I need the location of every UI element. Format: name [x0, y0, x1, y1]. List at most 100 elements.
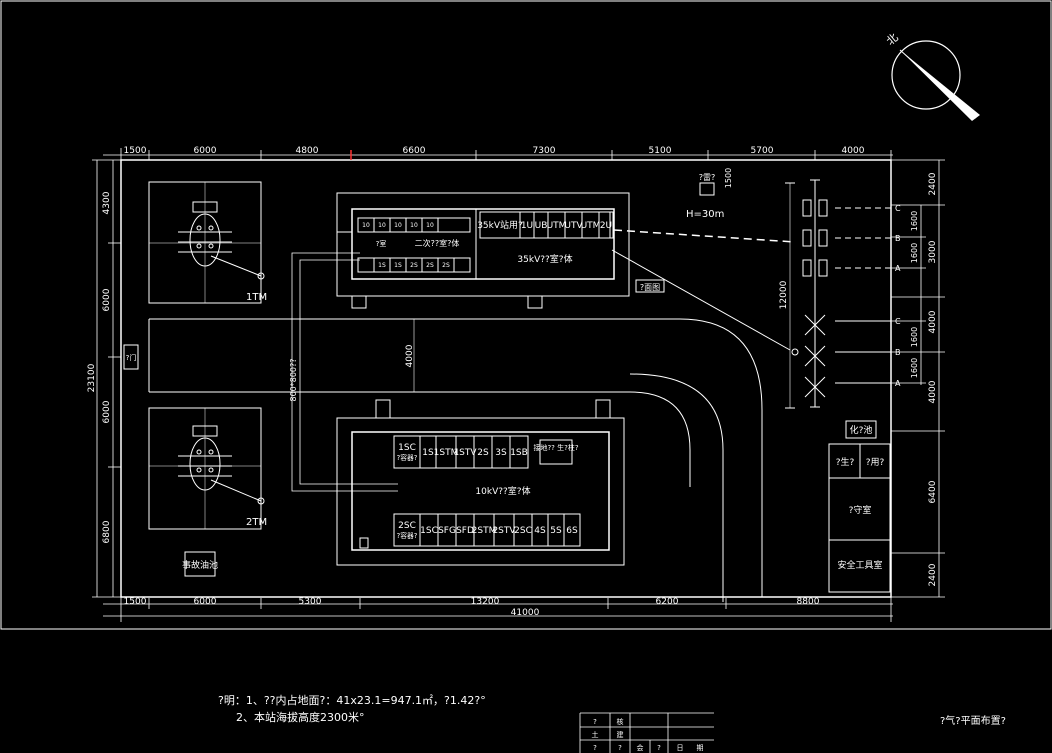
dim-right-4000-b: 4000	[928, 380, 938, 403]
incoming-line-dashed	[613, 229, 796, 243]
b35-leftb-cell-label: 2S	[442, 262, 450, 269]
site-boundary	[120, 159, 892, 598]
tb-r3c5: 日	[677, 744, 684, 752]
b10-bot-cell-label: ?容器?	[397, 531, 418, 540]
b10-bot-cell-label: 2STV	[492, 526, 516, 536]
trench-label: 800*800??	[289, 358, 298, 401]
dim-left-1: 4300	[102, 191, 112, 214]
phase-a-2: A	[895, 379, 901, 388]
cable-trench	[291, 252, 398, 492]
dim-top-8: 4000	[842, 146, 865, 156]
dim-bottom-2: 6000	[194, 597, 217, 607]
b35-leftb-cell	[437, 257, 455, 273]
b10-bot-cell-label: 5S	[550, 526, 562, 536]
b35-leftb-cell-label: 1S	[394, 262, 402, 269]
left-dimension-chain	[92, 159, 121, 598]
tb-r3c4: ?	[657, 744, 661, 752]
dim-top-3: 4800	[296, 146, 319, 156]
b35-cell-label: 35kV站用?	[477, 219, 523, 231]
dim-right-in-2: 1600	[910, 243, 919, 263]
dim-top-5: 7300	[533, 146, 556, 156]
tb-r1c1: ?	[593, 718, 597, 726]
b35-left-cell-label: 10	[362, 222, 370, 229]
dim-right-in-3: 1600	[910, 327, 919, 347]
dim-top-6: 5100	[649, 146, 672, 156]
tb-r2c1: 土	[592, 730, 599, 739]
b10-bot-cell	[563, 513, 581, 547]
incoming-line	[611, 249, 791, 351]
room-3: ?守室	[849, 504, 872, 516]
transformer-2-label: 2TM	[246, 517, 267, 528]
outdoor-switchgear	[785, 179, 891, 409]
b10-top-cell-label: 1S	[422, 448, 434, 458]
dim-right-4000: 4000	[928, 310, 938, 333]
transformer-1tm	[148, 181, 265, 304]
b10-bot-cell-label: SFG	[438, 526, 456, 536]
b10-top-cell-label: ?容器?	[397, 453, 418, 462]
tb-r3c2: ?	[618, 744, 622, 752]
b35-cell-label: UTV	[564, 221, 583, 231]
oil-tank-label: 事故油池	[182, 559, 218, 571]
dim-left-2: 6000	[102, 288, 112, 311]
transformer-2tm	[148, 407, 265, 530]
b35-left-cell-label: 10	[426, 222, 434, 229]
dim-bottom-1: 1500	[124, 597, 147, 607]
oil-tank	[184, 551, 216, 577]
b35-leftb-cell-label: 2S	[410, 262, 418, 269]
dim-left-3: 6000	[102, 400, 112, 423]
b10-top-cell-label: 1SC	[398, 443, 416, 453]
phase-c-1: C	[895, 204, 901, 213]
tb-r3c6: 期	[697, 744, 704, 752]
lightning-height: H=30m	[686, 209, 724, 220]
b10-bot-cell-label: 4S	[534, 526, 546, 536]
north-symbol: 北	[884, 31, 901, 48]
dim-top-4: 6600	[403, 146, 426, 156]
side-label: ?面图	[640, 283, 660, 292]
dim-right-3000: 3000	[928, 240, 938, 263]
b35-cell-label: UB	[535, 221, 548, 231]
phase-a-1: A	[895, 264, 901, 273]
right-rooms	[828, 420, 891, 593]
grounding-box	[539, 439, 573, 465]
grounding-label: 接地?? 生?柱?	[533, 443, 578, 452]
b10-bot-cell-label: 6S	[566, 526, 578, 536]
building-10-title: 10kV??室?体	[475, 485, 530, 497]
dim-bottom-3: 5300	[299, 597, 322, 607]
side-label-box	[635, 279, 665, 293]
dim-left-total: 23100	[87, 363, 97, 392]
b35-left-cell	[421, 217, 439, 233]
drawing-title: ?气?平面布置?	[940, 716, 1006, 727]
note-line-1: ?明：1、??内占地面?：41x23.1=947.1㎡，?1.42?°	[218, 694, 486, 707]
dim-bottom-4: 13200	[471, 597, 500, 607]
room-2: ?用?	[866, 457, 885, 468]
room-4: 安全工具室	[837, 559, 882, 571]
tb-r3c3: 会	[637, 743, 644, 752]
b10-top-cell-label: 1STV	[453, 448, 477, 458]
room-header: 化?池	[850, 424, 873, 436]
b35-left-cell-label: 10	[378, 222, 386, 229]
gate-label: ?门	[126, 353, 137, 362]
lightning-rod-icon	[699, 182, 715, 196]
lightning-label: ?雷?	[699, 173, 716, 182]
b10-top-cell-label: 3S	[495, 448, 507, 458]
b10-top-cell-label: 1SB	[510, 448, 528, 458]
b35-cell-label: 2U	[600, 221, 612, 231]
b35-cell-label: UTM	[581, 221, 601, 231]
road-width-label: 4000	[405, 344, 415, 367]
dim-bottom-5: 6200	[656, 597, 679, 607]
b35-left-cell-label: 10	[410, 222, 418, 229]
access-road	[148, 318, 763, 602]
b10-bot-cell-label: 2SC	[514, 526, 532, 536]
dim-right-in-1: 1600	[910, 211, 919, 231]
dim-top-2: 6000	[194, 146, 217, 156]
right-dimension-chain	[891, 159, 945, 598]
tb-r2c2: 建	[617, 730, 624, 739]
building-10kv	[336, 399, 625, 566]
b10-bot-cell-label: SFD	[456, 526, 474, 536]
b35-cell	[598, 211, 614, 239]
b10-bot-cell-label: 2SC	[398, 521, 416, 531]
dim-right-1: 2400	[928, 172, 938, 195]
